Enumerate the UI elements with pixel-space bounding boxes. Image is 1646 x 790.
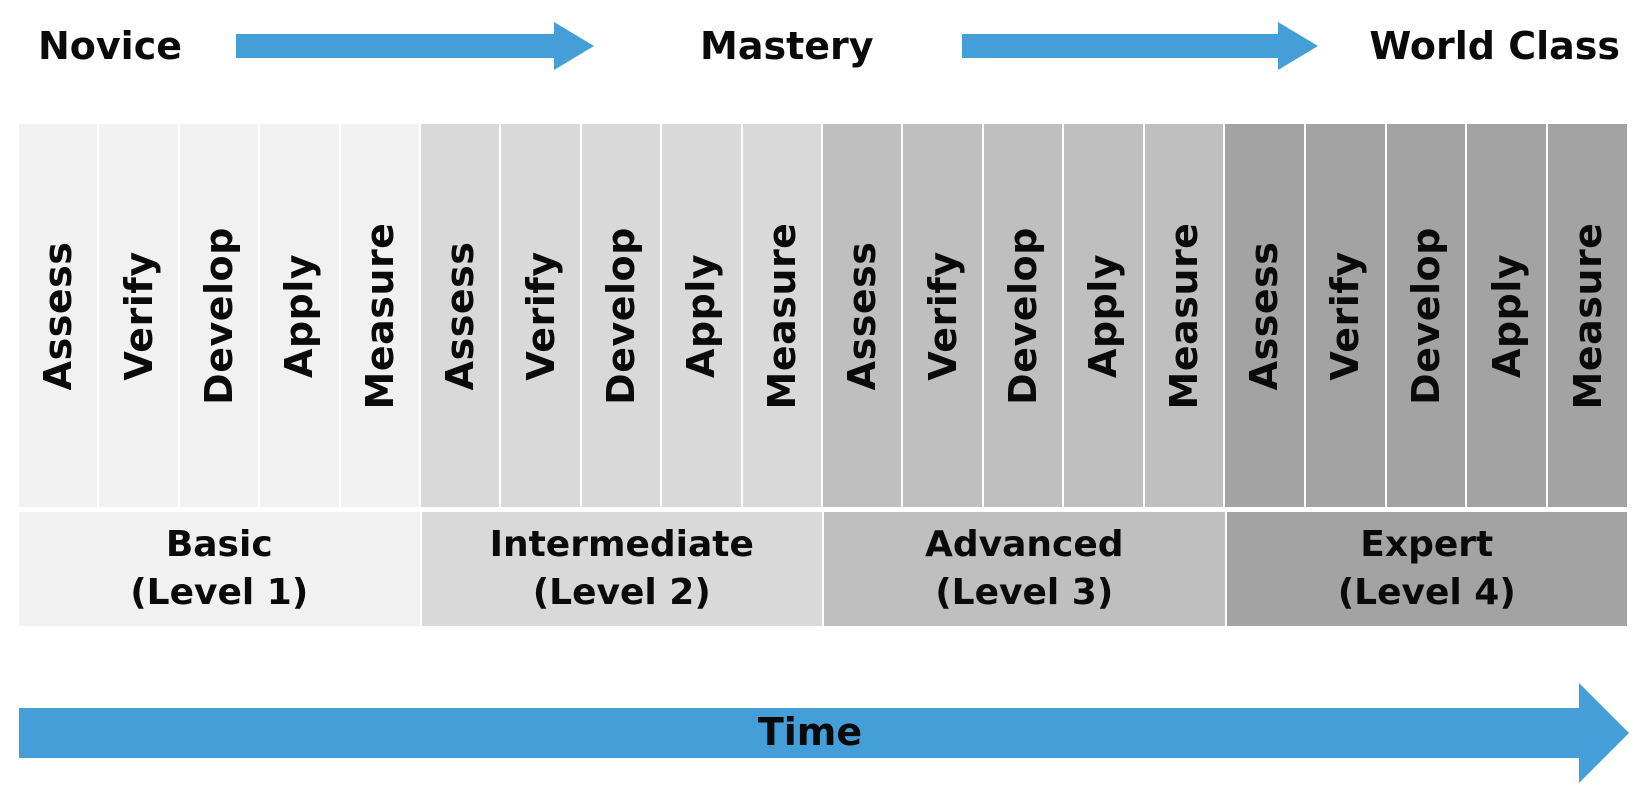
step-cell: Develop <box>1387 124 1468 507</box>
step-label: Apply <box>1484 253 1529 378</box>
step-cell: Develop <box>984 124 1065 507</box>
step-cell: Measure <box>1548 124 1627 507</box>
step-cell: Assess <box>823 124 904 507</box>
step-label: Measure <box>1161 222 1206 409</box>
progress-arrow-shape <box>962 22 1318 70</box>
step-label: Verify <box>518 250 563 381</box>
step-cell: Assess <box>421 124 502 507</box>
level-intermediate: Intermediate (Level 2) <box>421 512 824 626</box>
step-label: Assess <box>840 241 885 390</box>
step-label: Develop <box>1001 226 1046 405</box>
level-number: (Level 1) <box>130 572 309 613</box>
time-label: Time <box>757 710 863 754</box>
step-label: Verify <box>920 250 965 381</box>
step-label: Develop <box>599 226 644 405</box>
step-cell: Apply <box>1064 124 1145 507</box>
progress-arrow-icon <box>962 22 1318 70</box>
step-label: Assess <box>36 241 81 390</box>
time-arrow-icon <box>19 683 1629 783</box>
step-cell: Verify <box>903 124 984 507</box>
step-label: Assess <box>1242 241 1287 390</box>
level-row: Basic (Level 1) Intermediate (Level 2) A… <box>19 512 1627 626</box>
step-label: Measure <box>1565 222 1610 409</box>
step-cell: Verify <box>501 124 582 507</box>
step-label: Apply <box>277 253 322 378</box>
stage-world-class: World Class <box>1369 24 1620 68</box>
level-number: (Level 4) <box>1337 572 1516 613</box>
progress-arrow-icon <box>236 22 594 70</box>
level-name: Intermediate <box>489 524 754 565</box>
step-cell: Apply <box>1467 124 1549 507</box>
step-cell: Verify <box>1306 124 1387 507</box>
level-name: Basic <box>165 524 273 565</box>
step-cell: Measure <box>1145 124 1226 507</box>
step-cell: Verify <box>99 124 180 507</box>
step-cell: Develop <box>582 124 663 507</box>
step-label: Develop <box>1403 226 1448 405</box>
step-label: Assess <box>438 241 483 390</box>
step-cell: Apply <box>260 124 341 507</box>
level-1-steps: Assess Verify Develop Apply Measure <box>19 124 422 507</box>
level-advanced: Advanced (Level 3) <box>824 512 1227 626</box>
stage-mastery: Mastery <box>700 24 874 68</box>
step-cell: Assess <box>1225 124 1306 507</box>
step-label: Measure <box>759 222 804 409</box>
step-cell: Measure <box>341 124 422 507</box>
step-label: Verify <box>1323 250 1368 381</box>
level-name: Expert <box>1360 524 1494 565</box>
level-3-steps: Assess Verify Develop Apply Measure <box>823 124 1226 507</box>
level-number: (Level 3) <box>935 572 1114 613</box>
progress-arrow-shape <box>236 22 594 70</box>
level-expert: Expert (Level 4) <box>1226 512 1627 626</box>
level-basic: Basic (Level 1) <box>19 512 422 626</box>
time-arrow-shape <box>19 683 1629 783</box>
level-number: (Level 2) <box>532 572 711 613</box>
stage-novice: Novice <box>38 24 183 68</box>
level-2-steps: Assess Verify Develop Apply Measure <box>421 124 824 507</box>
step-label: Apply <box>679 253 724 378</box>
step-label: Develop <box>197 226 242 405</box>
step-cell: Assess <box>19 124 100 507</box>
step-grid: Assess Verify Develop Apply Measure Asse… <box>19 124 1627 507</box>
step-label: Verify <box>116 250 161 381</box>
step-cell: Apply <box>662 124 743 507</box>
step-cell: Measure <box>743 124 824 507</box>
step-cell: Develop <box>180 124 261 507</box>
level-4-steps: Assess Verify Develop Apply Measure <box>1225 124 1627 507</box>
step-label: Measure <box>357 222 402 409</box>
step-label: Apply <box>1081 253 1126 378</box>
level-name: Advanced <box>924 524 1124 565</box>
